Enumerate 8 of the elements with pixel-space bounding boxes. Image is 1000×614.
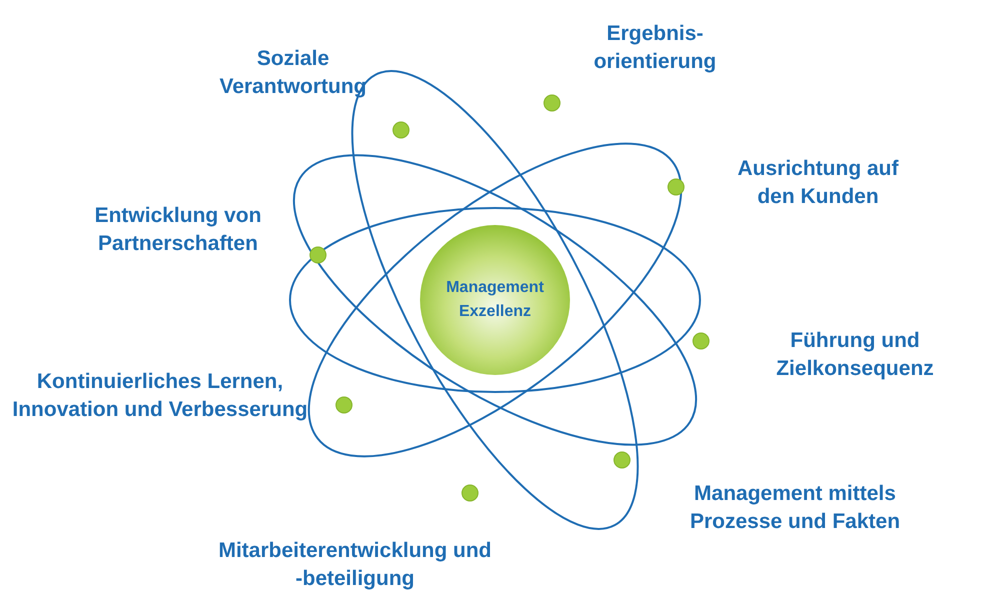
value-label: Management mittels Prozesse und Fakten	[688, 481, 902, 535]
center-title: Management Exzellenz	[445, 278, 545, 322]
value-label: Entwicklung von Partnerschaften	[94, 203, 262, 257]
value-label: Ausrichtung auf den Kunden	[736, 156, 900, 210]
value-label: Mitarbeiterentwicklung und -beteiligung	[217, 538, 493, 592]
value-label: Führung und Zielkonsequenz	[775, 328, 935, 382]
value-label: Kontinuierliches Lernen, Innovation und Verbesserung	[11, 369, 309, 423]
value-label: Ergebnis- orientierung	[592, 21, 718, 75]
